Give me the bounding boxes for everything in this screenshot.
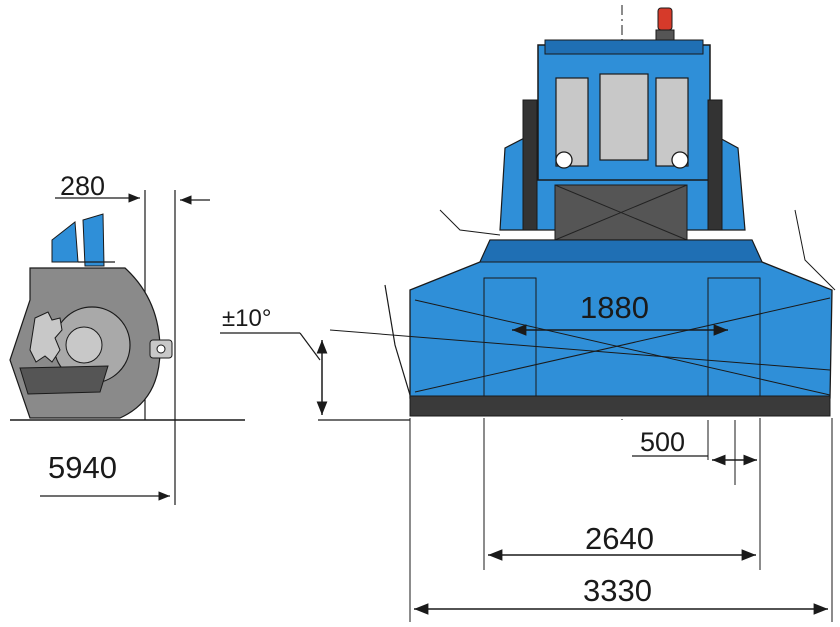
wing-outline-left — [384, 284, 411, 396]
roll-bar-left — [522, 99, 538, 231]
dim-500-label: 500 — [640, 427, 685, 457]
wing-outline-left-2 — [439, 209, 501, 236]
side-blade — [19, 365, 109, 395]
angle-label: ±10° — [222, 305, 271, 332]
side-cab-panel — [51, 221, 79, 263]
dim-2640-label: 2640 — [585, 521, 654, 556]
cab-window-center — [599, 73, 649, 161]
cab-window-left — [555, 77, 589, 167]
roll-bar-right — [707, 99, 723, 231]
side-cab-panel-2 — [82, 213, 105, 267]
blade-panel-right — [707, 277, 761, 397]
beacon-light — [657, 7, 673, 31]
wing-outline-right — [794, 209, 836, 291]
blade-diag-3 — [414, 299, 831, 396]
headlight-right — [671, 151, 689, 169]
blade-diag-2 — [414, 297, 831, 393]
blade-panel-left — [483, 277, 537, 397]
dim-1880-label: 1880 — [580, 290, 649, 325]
dim-3330-label: 3330 — [583, 573, 652, 608]
headlight-left — [555, 151, 573, 169]
front-view: 1880 ±10° 500 2640 3330 — [220, 5, 836, 622]
side-view: 280 5940 — [9, 171, 245, 505]
blade-diag-1 — [329, 329, 831, 371]
cab-roof — [544, 39, 704, 55]
blade-top-band — [479, 239, 763, 263]
side-hitch-pin — [156, 344, 166, 354]
dim-5940-label: 5940 — [48, 450, 117, 485]
angle-leader-slope — [299, 332, 321, 361]
cab-window-right — [655, 77, 689, 167]
beacon-base — [655, 29, 675, 41]
dim-280-label: 280 — [60, 171, 105, 201]
side-sprocket — [29, 311, 63, 363]
side-rotor-hub — [65, 326, 103, 364]
grille-cross-2 — [554, 184, 688, 241]
blade-cutting-edge — [409, 395, 831, 417]
